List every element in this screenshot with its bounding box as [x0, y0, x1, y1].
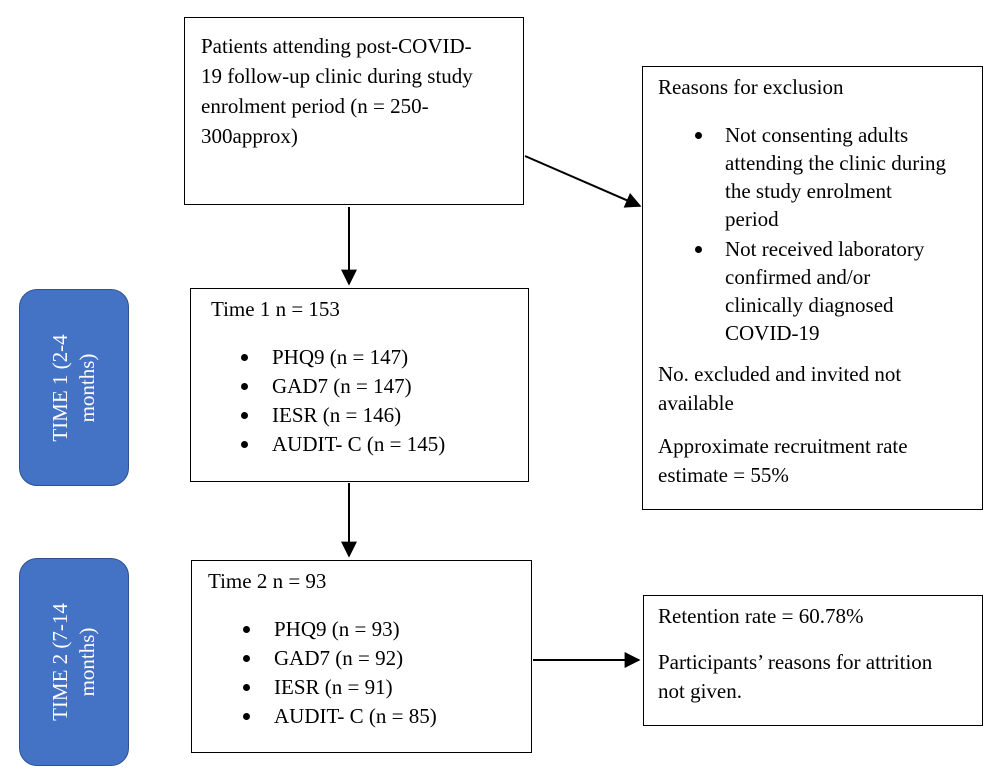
bullet-icon — [241, 441, 248, 448]
exclusion-reason: Not consenting adults attending the clin… — [695, 121, 977, 233]
attrition-note: Participants’ reasons for attrition not … — [658, 650, 933, 703]
bullet-icon — [241, 354, 248, 361]
time2-title: Time 2 n = 93 — [208, 569, 327, 593]
time2-box: Time 2 n = 93 PHQ9 (n = 93) GAD7 (n = 92… — [191, 560, 532, 753]
exclusion-reason: Not received laboratory confirmed and/or… — [695, 235, 977, 347]
time1-label: TIME 1 (2-4 months) — [19, 289, 129, 486]
enrolment-line: 19 follow-up clinic during study — [201, 64, 473, 88]
enrolment-line: 300approx) — [201, 124, 298, 148]
measure-item: AUDIT- C (n = 145) — [241, 430, 445, 459]
bullet-icon — [243, 626, 250, 633]
measure-item: IESR (n = 91) — [243, 673, 437, 702]
measure-item: AUDIT- C (n = 85) — [243, 702, 437, 731]
measure-item: GAD7 (n = 92) — [243, 644, 437, 673]
measure-item: PHQ9 (n = 147) — [241, 343, 445, 372]
bullet-icon — [243, 713, 250, 720]
retention-rate: Retention rate = 60.78% — [658, 604, 864, 628]
time1-title: Time 1 n = 153 — [211, 297, 340, 321]
retention-box: Retention rate = 60.78% Participants’ re… — [643, 595, 983, 726]
arrow-enrolment-to-exclusion — [524, 155, 642, 208]
bullet-icon — [695, 246, 702, 253]
enrolment-box: Patients attending post-COVID- 19 follow… — [184, 17, 524, 205]
enrolment-line: enrolment period (n = 250- — [201, 94, 429, 118]
measure-item: PHQ9 (n = 93) — [243, 615, 437, 644]
exclusion-title: Reasons for exclusion — [658, 75, 844, 99]
exclusion-reasons-list: Not consenting adults attending the clin… — [695, 121, 977, 347]
measure-item: IESR (n = 146) — [241, 401, 445, 430]
bullet-icon — [241, 383, 248, 390]
bullet-icon — [243, 684, 250, 691]
measure-item: GAD7 (n = 147) — [241, 372, 445, 401]
time2-label: TIME 2 (7-14 months) — [19, 558, 129, 766]
bullet-icon — [695, 132, 702, 139]
exclusion-box: Reasons for exclusion Not consenting adu… — [642, 66, 983, 510]
bullet-icon — [243, 655, 250, 662]
time1-box: Time 1 n = 153 PHQ9 (n = 147) GAD7 (n = … — [190, 288, 529, 482]
time1-measures-list: PHQ9 (n = 147) GAD7 (n = 147) IESR (n = … — [241, 343, 445, 459]
excluded-count-note: No. excluded and invited not available — [658, 362, 902, 415]
time2-measures-list: PHQ9 (n = 93) GAD7 (n = 92) IESR (n = 91… — [243, 615, 437, 731]
recruitment-rate-note: Approximate recruitment rate estimate = … — [658, 434, 908, 487]
enrolment-line: Patients attending post-COVID- — [201, 34, 472, 58]
bullet-icon — [241, 412, 248, 419]
